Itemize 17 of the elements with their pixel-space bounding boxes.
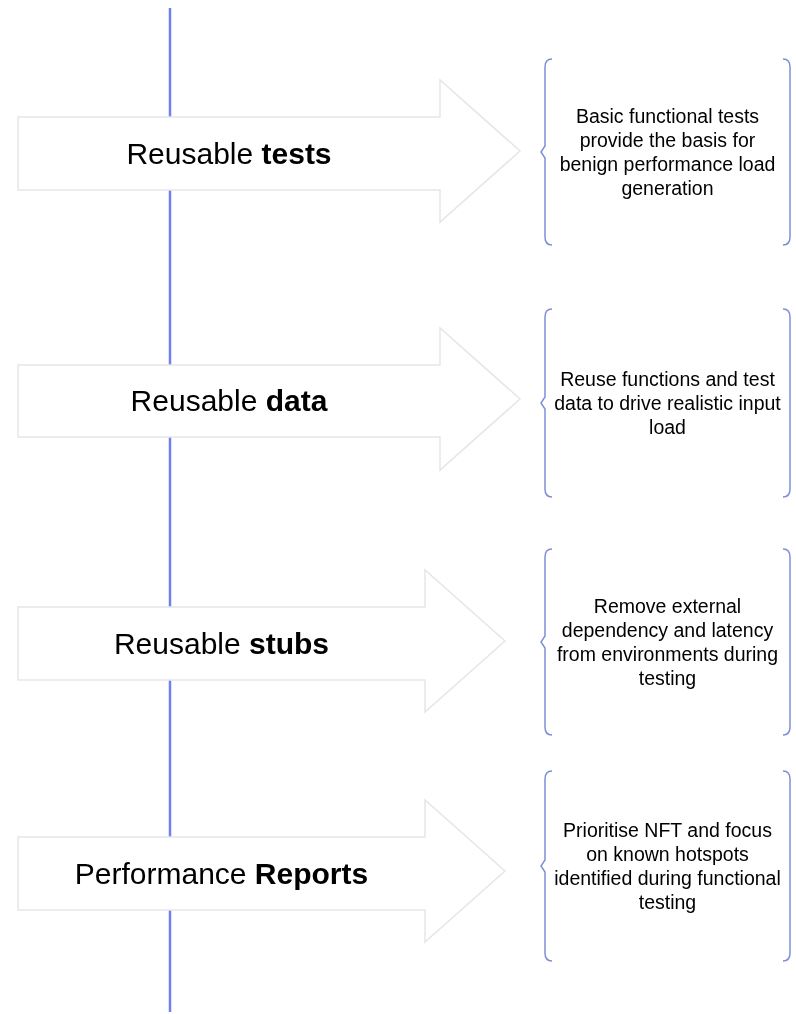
description-text: Prioritise NFT and focus on known hotspots identified during functional testing — [554, 818, 781, 914]
timeline-line — [168, 680, 172, 837]
timeline-line — [168, 190, 172, 365]
arrow-shape — [18, 80, 520, 222]
description-text: Remove external dependency and latency from environments during testing — [555, 594, 780, 690]
arrow-shape — [18, 570, 505, 712]
arrow-label: Reusable data — [129, 384, 329, 418]
timeline-line — [168, 8, 172, 117]
description-text: Reuse functions and test data to drive realistic input load — [554, 367, 781, 439]
arrow-shape — [18, 328, 520, 470]
arrow-label: Reusable tests — [125, 136, 333, 171]
timeline-line — [168, 910, 172, 1012]
arrow-label: Reusable stubs — [112, 626, 331, 661]
timeline-line — [168, 437, 172, 607]
arrow-label: Performance Reports — [73, 856, 370, 891]
description-text: Basic functional tests provide the basis for benign performance load generation — [558, 104, 777, 200]
arrow-shape — [18, 800, 505, 942]
